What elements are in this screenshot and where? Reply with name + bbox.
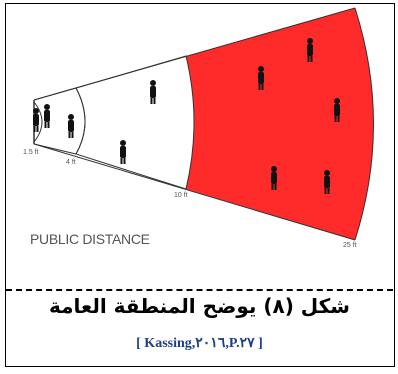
- person-icon: [307, 38, 313, 62]
- figure-citation: [ Kassing,٢٠١٦,P.٢٧ ]: [136, 336, 263, 351]
- intimate-zone-arc: [33, 101, 43, 143]
- person-icon: [258, 66, 264, 90]
- distance-label-1-5ft: 1.5 ft: [23, 149, 39, 156]
- distance-label-4ft: 4 ft: [66, 159, 76, 166]
- person-icon: [271, 166, 277, 190]
- person-icon: [120, 140, 126, 164]
- outer-arc: [354, 7, 374, 241]
- zone-label: PUBLIC DISTANCE: [30, 231, 150, 247]
- distance-label-10ft: 10 ft: [174, 192, 188, 199]
- public-distance-diagram: 1.5 ft 4 ft 10 ft 25 ft PUBLIC DISTANCE: [23, 7, 374, 249]
- caption-area: شكل (٨) يوضح المنطقة العامة [ Kassing,٢٠…: [6, 292, 393, 366]
- person-icon: [68, 114, 74, 138]
- person-icon: [334, 98, 340, 122]
- upper-boundary-line: [33, 7, 356, 101]
- figure-caption-title: شكل (٨) يوضح المنطقة العامة: [49, 294, 350, 318]
- social-zone-sector: [75, 55, 195, 190]
- person-icon: [33, 108, 39, 132]
- public-zone-sector: [186, 8, 374, 240]
- caption-divider: [6, 289, 393, 291]
- distance-label-25ft: 25 ft: [343, 242, 357, 249]
- personal-zone-arc: [33, 87, 86, 155]
- lower-boundary-line: [33, 143, 356, 241]
- person-icon: [324, 170, 330, 194]
- person-icon: [150, 80, 156, 104]
- person-icon: [44, 104, 50, 128]
